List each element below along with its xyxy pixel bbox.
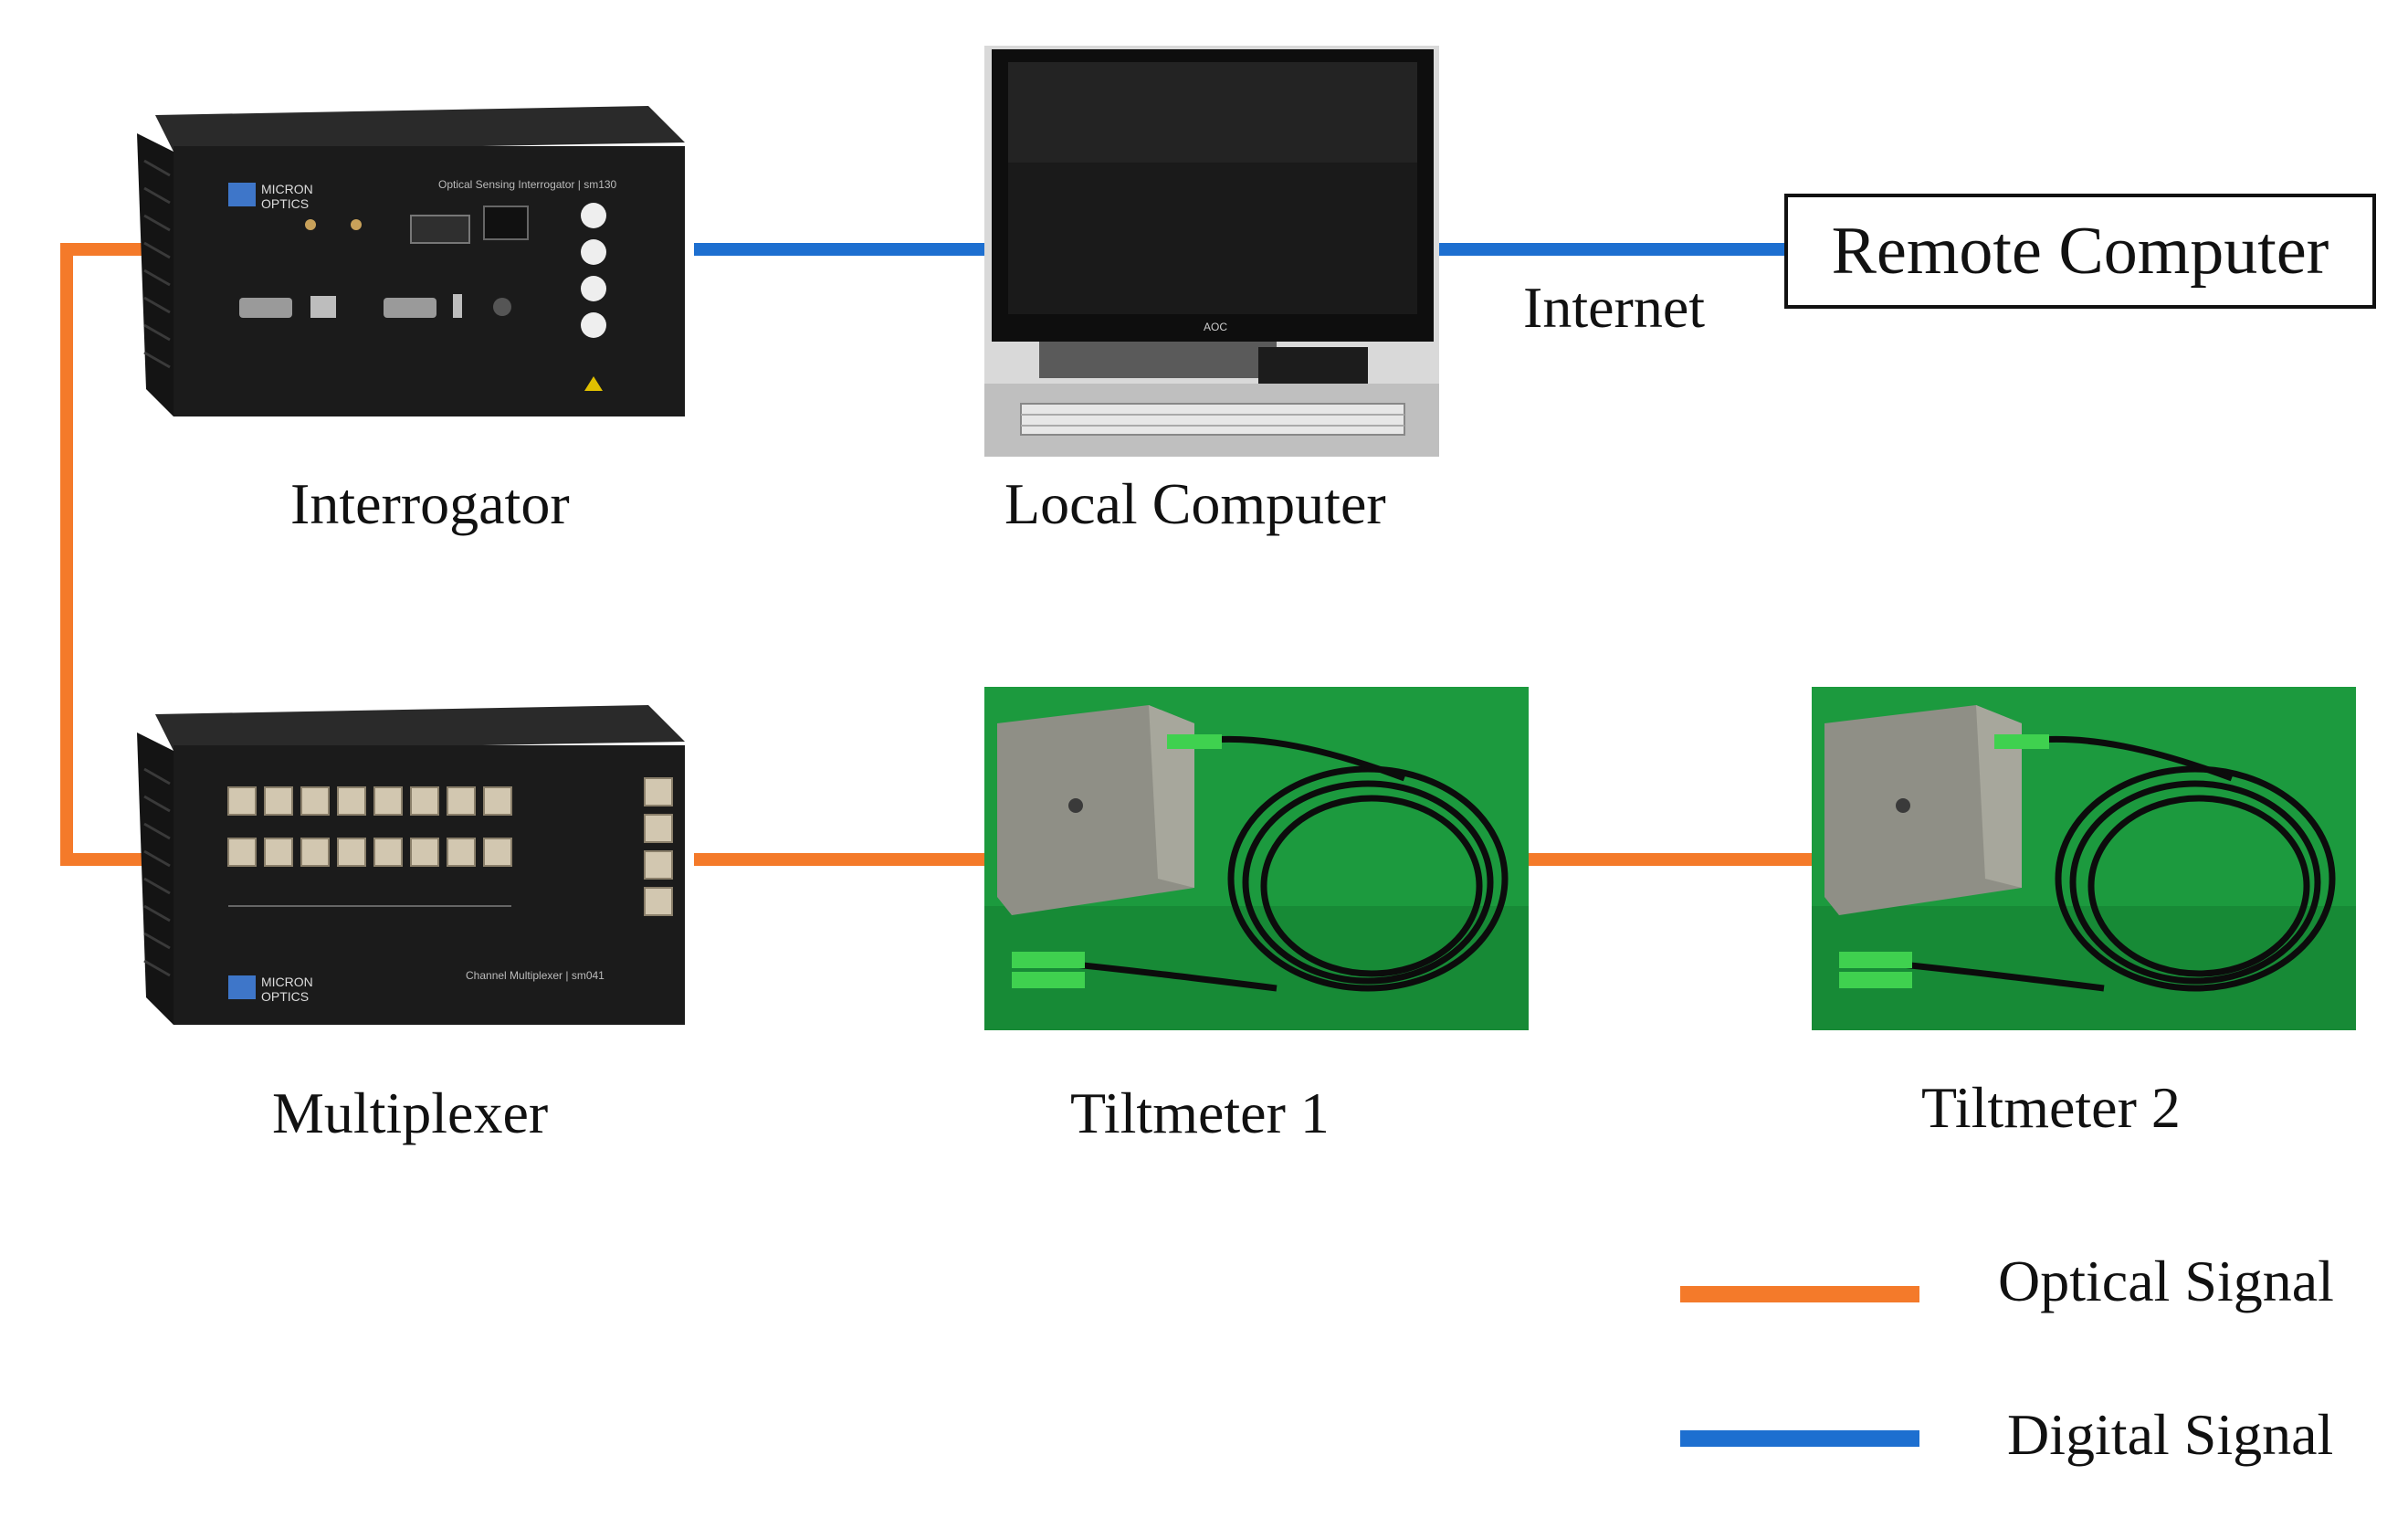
legend-digital-swatch — [1680, 1430, 1919, 1447]
remote-computer-label: Remote Computer — [1831, 213, 2329, 289]
multiplexer-device-icon: MICRON OPTICS Channel Multiplexer | sm04… — [137, 687, 699, 1028]
monitor-icon: AOC — [984, 46, 1439, 457]
svg-text:OPTICS: OPTICS — [261, 989, 309, 1004]
interrogator-brand-text: MICRON — [261, 182, 313, 196]
internet-label: Internet — [1523, 275, 1705, 340]
legend-optical-swatch — [1680, 1286, 1919, 1302]
local-computer-label: Local Computer — [1004, 471, 1386, 536]
optical-link-left-top — [60, 243, 142, 256]
multiplexer-label: Multiplexer — [272, 1081, 549, 1145]
tiltmeter-2-label: Tiltmeter 2 — [1921, 1075, 2181, 1140]
svg-text:OPTICS: OPTICS — [261, 196, 309, 211]
digital-link-local-remote — [1434, 243, 1786, 256]
optical-link-mux-tilt1 — [694, 853, 986, 866]
interrogator-model-text: Optical Sensing Interrogator | sm130 — [438, 178, 617, 191]
digital-link-interrogator-local — [694, 243, 986, 256]
monitor-brand-text: AOC — [1204, 321, 1227, 333]
tiltmeter-1-label: Tiltmeter 1 — [1070, 1081, 1330, 1145]
tiltmeter-2-photo-icon — [1812, 687, 2356, 1030]
remote-computer-box: Remote Computer — [1784, 194, 2376, 309]
optical-link-left-bottom — [60, 853, 152, 866]
legend-digital-label: Digital Signal — [2007, 1402, 2334, 1467]
interrogator-device-icon: MICRON OPTICS Optical Sensing Interrogat… — [137, 88, 699, 422]
optical-link-tilt1-tilt2 — [1521, 853, 1814, 866]
multiplexer-brand-text: MICRON — [261, 975, 313, 989]
interrogator-label: Interrogator — [290, 471, 570, 536]
tiltmeter-1-photo-icon — [984, 687, 1529, 1030]
legend-optical-label: Optical Signal — [1998, 1249, 2334, 1313]
multiplexer-model-text: Channel Multiplexer | sm041 — [466, 969, 605, 982]
optical-link-left-vertical — [60, 243, 73, 866]
